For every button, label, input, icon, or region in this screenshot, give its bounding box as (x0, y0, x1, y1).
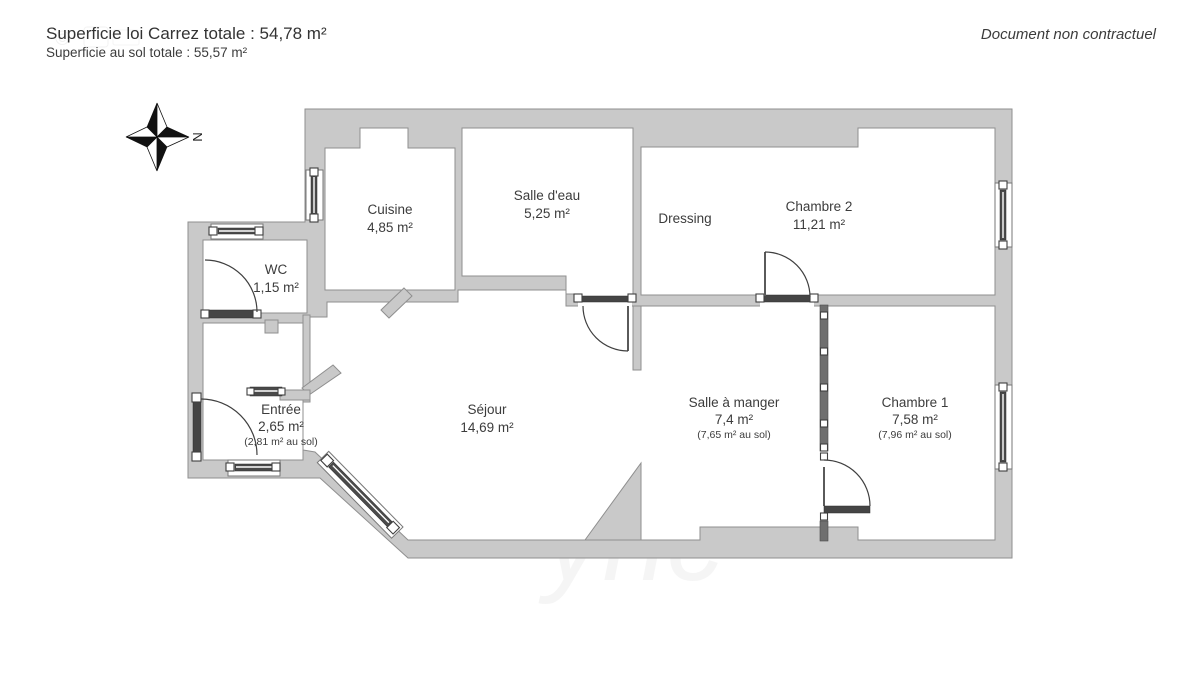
svg-text:11,21 m²: 11,21 m² (793, 217, 846, 232)
window-left-wall (305, 167, 324, 223)
svg-text:4,85 m²: 4,85 m² (367, 220, 413, 235)
north-letter: N (190, 132, 205, 141)
room-label-cuisine: Cuisine 4,85 m² (367, 202, 413, 235)
door-chambre1 (823, 459, 871, 514)
door-chambre2 (755, 251, 819, 307)
svg-text:Salle d'eau: Salle d'eau (514, 188, 580, 203)
svg-text:Salle à manger: Salle à manger (689, 395, 780, 410)
svg-text:1,15 m²: 1,15 m² (253, 280, 299, 295)
svg-text:7,58 m²: 7,58 m² (892, 412, 938, 427)
svg-text:Cuisine: Cuisine (367, 202, 412, 217)
wall-entree-corridor (302, 314, 311, 393)
window-chambre2 (994, 180, 1013, 250)
room-label-chambre1: Chambre 1 7,58 m² (7,96 m² au sol) (878, 395, 952, 441)
wall-triangle-sejour (584, 461, 642, 541)
room-label-chambre2: Chambre 2 11,21 m² (786, 199, 853, 232)
room-label-dressing: Dressing (658, 211, 711, 226)
room-label-salle-deau: Salle d'eau 5,25 m² (514, 188, 580, 221)
carrez-total-label: Superficie loi Carrez totale : 54,78 m² (46, 24, 327, 43)
door-entrance (191, 392, 258, 462)
radiator-entree (246, 386, 286, 397)
svg-text:Entrée: Entrée (261, 402, 301, 417)
window-wc (208, 223, 264, 240)
svg-text:Chambre 2: Chambre 2 (786, 199, 853, 214)
svg-text:©: © (55, 28, 70, 50)
wall-pillar-wc (264, 319, 279, 334)
svg-text:7,4 m²: 7,4 m² (715, 412, 754, 427)
room-floor-wc (202, 239, 308, 314)
disclaimer-note: Document non contractuel (981, 26, 1157, 43)
room-label-entree: Entrée 2,65 m² (2,81 m² au sol) (244, 402, 318, 448)
room-floor-cuisine (324, 127, 456, 291)
wall-stub-sam (632, 305, 642, 371)
window-entree (225, 459, 281, 477)
room-label-salle-a-manger: Salle à manger 7,4 m² (7,65 m² au sol) (689, 395, 780, 441)
svg-text:2,65 m²: 2,65 m² (258, 419, 304, 434)
door-wc (200, 259, 262, 319)
floor-total-label: Superficie au sol totale : 55,57 m² (46, 45, 248, 60)
svg-text:(7,65 m² au sol): (7,65 m² au sol) (697, 429, 771, 441)
window-sejour-diagonal (316, 450, 404, 539)
svg-text:5,25 m²: 5,25 m² (524, 206, 570, 221)
svg-text:Chambre 1: Chambre 1 (882, 395, 949, 410)
compass-icon: N (125, 102, 205, 172)
svg-text:(2,81 m² au sol): (2,81 m² au sol) (244, 436, 318, 448)
room-floor-chambre2-dressing (640, 127, 996, 296)
svg-text:Séjour: Séjour (467, 402, 507, 417)
svg-text:(7,96 m² au sol): (7,96 m² au sol) (878, 429, 952, 441)
copyright-watermark: © (55, 26, 140, 50)
window-chambre1 (994, 382, 1013, 472)
door-salle-deau (573, 292, 637, 352)
svg-text:Dressing: Dressing (658, 211, 711, 226)
svg-text:WC: WC (265, 262, 288, 277)
room-label-sejour: Séjour 14,69 m² (460, 402, 514, 435)
room-label-wc: WC 1,15 m² (253, 262, 299, 295)
glazed-partition (819, 304, 829, 542)
wall-stub-cuisine-diagonal (380, 287, 413, 319)
svg-text:14,69 m²: 14,69 m² (460, 420, 514, 435)
